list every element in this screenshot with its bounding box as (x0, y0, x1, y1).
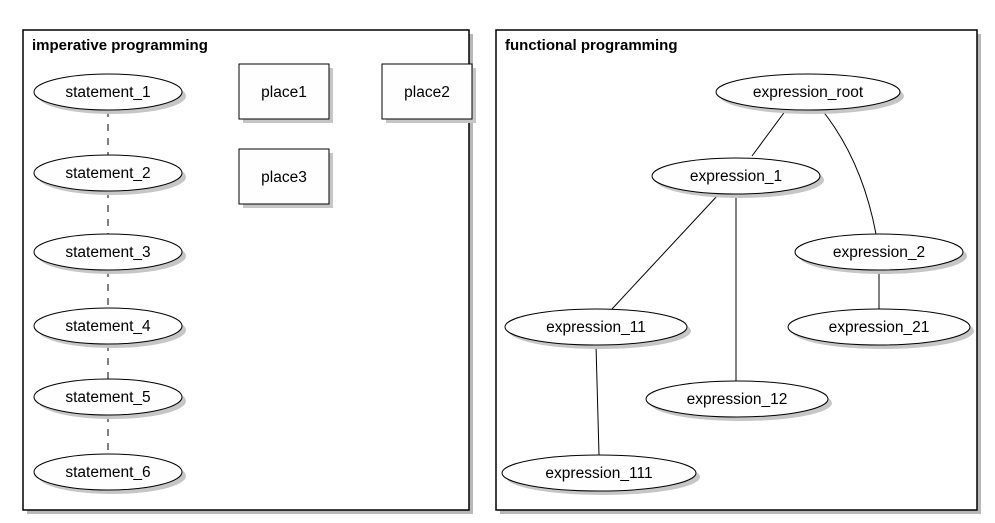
imperative-package-title: imperative programming (32, 37, 208, 54)
statement-4-node[interactable]: statement_4 (33, 307, 186, 348)
statement-3-node[interactable]: statement_3 (33, 233, 186, 274)
expression-root-node[interactable]: expression_root (715, 73, 904, 114)
edge-root-1 (751, 109, 787, 157)
statement-6-node[interactable]: statement_6 (33, 453, 186, 494)
expression-111-node[interactable]: expression_111 (501, 454, 700, 495)
expression-1-node[interactable]: expression_1 (651, 157, 824, 198)
edge-11-111 (595, 344, 600, 456)
expression-root-label: expression_root (753, 84, 864, 101)
statement-1-label: statement_1 (65, 84, 150, 101)
place1-label: place1 (261, 84, 307, 101)
expression-12-node[interactable]: expression_12 (645, 380, 832, 421)
place3-label: place3 (261, 169, 307, 186)
statement-1-node[interactable]: statement_1 (33, 73, 186, 114)
expression-111-label: expression_111 (545, 465, 652, 482)
statement-5-node[interactable]: statement_5 (33, 378, 186, 419)
expression-21-label: expression_21 (829, 319, 930, 336)
expression-11-label: expression_11 (546, 319, 646, 336)
place3-node[interactable]: place3 (238, 148, 333, 208)
functional-package: functional programming expression_root e… (495, 29, 981, 514)
functional-package-title: functional programming (505, 37, 678, 54)
statement-6-label: statement_6 (65, 464, 150, 481)
statement-2-label: statement_2 (65, 165, 150, 182)
statement-4-label: statement_4 (65, 318, 151, 335)
imperative-package: imperative programming statement_1 state… (22, 29, 476, 514)
place2-label: place2 (404, 84, 450, 101)
edge-root-2 (821, 109, 877, 235)
expression-2-node[interactable]: expression_2 (794, 233, 967, 274)
expression-2-label: expression_2 (833, 244, 925, 261)
expression-12-label: expression_12 (687, 391, 788, 408)
expression-1-label: expression_1 (690, 168, 782, 185)
expression-11-node[interactable]: expression_11 (504, 308, 691, 349)
statement-5-label: statement_5 (65, 389, 150, 406)
place2-node[interactable]: place2 (381, 63, 476, 123)
statement-3-label: statement_3 (65, 244, 150, 261)
place1-node[interactable]: place1 (238, 63, 333, 123)
expression-21-node[interactable]: expression_21 (787, 308, 974, 349)
statement-2-node[interactable]: statement_2 (33, 154, 186, 195)
edge-1-11 (611, 194, 719, 310)
